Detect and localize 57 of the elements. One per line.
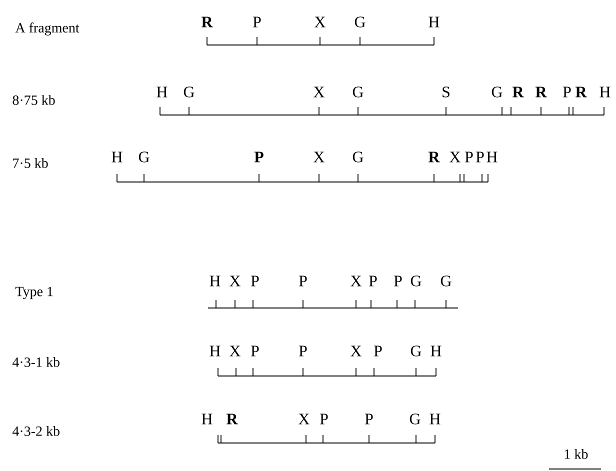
site-letter: R	[536, 86, 547, 98]
site-letter: H	[202, 414, 212, 424]
site-letter: P	[365, 414, 373, 424]
site-letter: S	[442, 86, 450, 98]
site-letter: P	[320, 414, 328, 424]
site-letter: P	[299, 346, 307, 356]
site-letter: G	[184, 86, 194, 98]
site-letter: G	[354, 16, 366, 28]
site-letter: H	[486, 152, 498, 162]
site-letter: X	[450, 152, 460, 162]
site-letter: P	[476, 152, 484, 162]
site-letter: R	[226, 414, 238, 424]
scale-label: 1 kb	[564, 449, 588, 459]
site-letter: X	[230, 276, 240, 286]
site-letter: P	[394, 276, 402, 286]
site-letter: R	[202, 16, 213, 28]
site-letter: H	[428, 16, 440, 28]
site-letter: G	[410, 346, 422, 356]
site-letter: H	[156, 86, 168, 98]
site-letter: R	[575, 86, 587, 98]
site-letter: P	[465, 152, 473, 162]
row-label: A fragment	[15, 22, 80, 36]
site-letter: G	[410, 414, 420, 424]
row-label: 4·3-1 kb	[12, 357, 60, 367]
site-letter: P	[253, 16, 261, 28]
site-letter: X	[314, 152, 324, 162]
row-label: 8·75 kb	[12, 95, 55, 105]
row-label: 4·3-2 kb	[12, 426, 60, 436]
site-letter: P	[254, 152, 264, 162]
row-label: Type 1	[15, 286, 53, 300]
site-letter: P	[563, 86, 571, 98]
site-letter: G	[352, 152, 364, 162]
site-letter: R	[512, 86, 524, 98]
site-letter: P	[369, 276, 377, 286]
site-letter: X	[314, 16, 326, 28]
site-letter: P	[374, 346, 382, 356]
site-letter: G	[440, 276, 452, 286]
site-letter: G	[352, 86, 364, 98]
site-letter: H	[112, 152, 122, 162]
site-letter: H	[430, 346, 442, 356]
site-letter: G	[138, 152, 150, 162]
row-label: 7·5 kb	[13, 158, 48, 168]
site-letter: H	[210, 276, 220, 286]
site-letter: X	[350, 276, 362, 286]
site-letter: H	[430, 414, 440, 424]
site-letter: H	[600, 86, 610, 98]
site-letter: X	[230, 346, 240, 356]
site-letter: G	[492, 86, 502, 98]
site-letter: H	[210, 346, 220, 356]
site-letter: X	[350, 346, 362, 356]
site-letter: X	[298, 414, 310, 424]
site-letter: P	[251, 276, 259, 286]
site-letter: R	[428, 152, 440, 162]
site-letter: P	[299, 276, 307, 286]
site-letter: P	[251, 346, 259, 356]
site-letter: G	[410, 276, 422, 286]
site-letter: X	[314, 86, 324, 98]
